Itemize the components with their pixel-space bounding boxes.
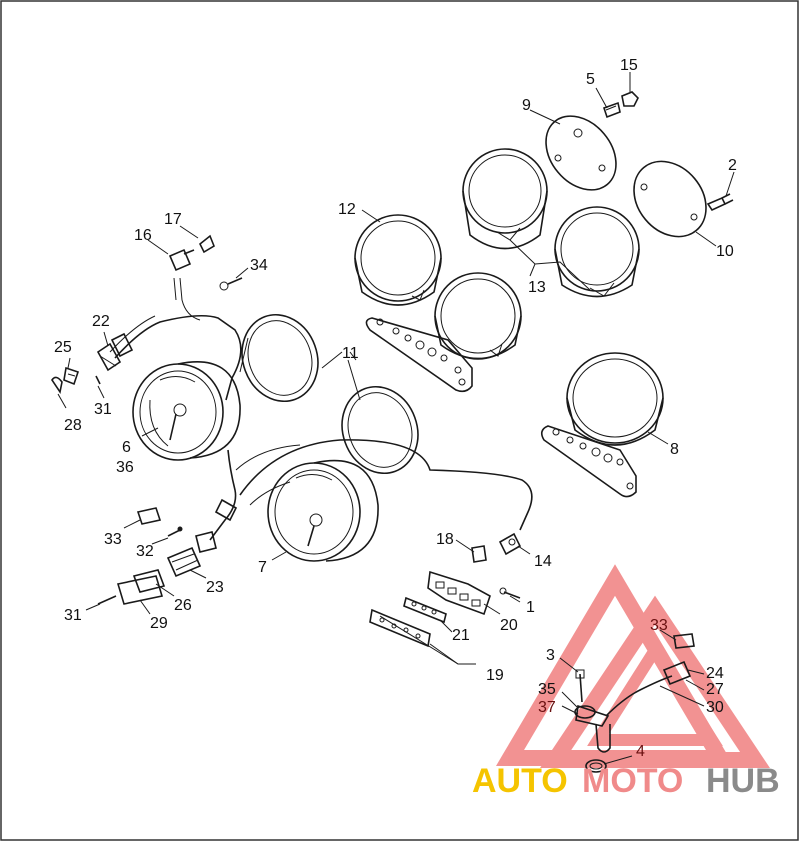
callout-9: 9 <box>522 97 531 114</box>
watermark-hub: HUB <box>706 762 780 800</box>
callout-15: 15 <box>620 57 638 74</box>
callout-37: 37 <box>538 699 556 716</box>
callout-30: 30 <box>706 699 724 716</box>
callout-27: 27 <box>706 681 724 698</box>
callout-7: 7 <box>258 559 267 576</box>
callout-16: 16 <box>134 227 152 244</box>
callout-13: 13 <box>528 279 546 296</box>
callout-14: 14 <box>534 553 552 570</box>
callout-36: 36 <box>116 459 134 476</box>
part-4-oring <box>585 759 607 773</box>
callout-12: 12 <box>338 201 356 218</box>
part-2-screw <box>706 193 734 212</box>
part-16-socket <box>168 248 195 272</box>
part-8-bracket-cup <box>540 352 664 498</box>
part-5-screw <box>602 101 621 119</box>
callout-33-right: 33 <box>650 617 668 634</box>
part-31-pin-lower <box>97 595 117 605</box>
callout-5: 5 <box>586 71 595 88</box>
part-28-clip <box>51 376 63 395</box>
watermark-moto: MOTO <box>582 762 683 800</box>
callout-17: 17 <box>164 211 182 228</box>
part-3-bolt <box>575 669 585 703</box>
callout-31-lower: 31 <box>64 607 82 624</box>
callout-25: 25 <box>54 339 72 356</box>
callout-2: 2 <box>728 157 737 174</box>
part-32-screw <box>167 526 183 537</box>
part-33-clip-right <box>673 633 695 649</box>
leader-lines <box>57 72 735 765</box>
part-12-bracket-cups <box>354 214 522 393</box>
watermark-auto: AUTO <box>472 762 568 800</box>
callout-33-left: 33 <box>104 531 122 548</box>
part-33-clip-left <box>136 507 162 525</box>
callout-32: 32 <box>136 543 154 560</box>
callout-20: 20 <box>500 617 518 634</box>
callout-31-upper: 31 <box>94 401 112 418</box>
callout-22: 22 <box>92 313 110 330</box>
part-34-screw <box>219 277 243 291</box>
part-7-gauge <box>267 459 379 562</box>
callout-8: 8 <box>670 441 679 458</box>
part-31-pin-upper <box>95 375 101 385</box>
callout-3: 3 <box>546 647 555 664</box>
callout-11: 11 <box>342 345 359 362</box>
part-13-cup-a <box>462 148 548 250</box>
callout-21: 21 <box>452 627 470 644</box>
part-20-indicator-block <box>427 570 491 616</box>
part-23-connector <box>166 546 202 578</box>
part-10-lens <box>633 160 707 238</box>
part-14-connector <box>498 532 522 556</box>
part-17-bulb <box>198 234 215 254</box>
watermark-logo: AUTO MOTO HUB <box>472 762 780 800</box>
part-13-cup-b <box>554 206 640 298</box>
part-18-bulb <box>471 545 487 563</box>
wiring-harness <box>109 277 533 553</box>
callout-1: 1 <box>526 599 535 616</box>
callout-labels: 9 5 15 2 10 13 12 11 8 6 36 7 17 16 34 2… <box>54 57 737 760</box>
part-6-36-gauge <box>132 361 241 461</box>
callout-19: 19 <box>486 667 504 684</box>
part-26-cover <box>132 569 166 593</box>
callout-34: 34 <box>250 257 268 274</box>
part-1-screw <box>499 587 521 599</box>
part-21-lens-strip <box>403 596 447 624</box>
part-30-cable <box>605 675 673 717</box>
callout-28: 28 <box>64 417 82 434</box>
part-29-gasket <box>116 575 164 605</box>
callout-29: 29 <box>150 615 168 632</box>
callout-23: 23 <box>206 579 224 596</box>
callout-10: 10 <box>716 243 734 260</box>
part-22-connector <box>96 332 134 372</box>
part-25-terminal <box>63 366 80 386</box>
callout-35: 35 <box>538 681 556 698</box>
callout-4: 4 <box>636 743 645 760</box>
part-15-nut <box>621 91 639 107</box>
callout-6: 6 <box>122 439 131 456</box>
part-24-27-plug <box>662 660 692 686</box>
callout-26: 26 <box>174 597 192 614</box>
part-11-bezel-upper <box>239 313 319 403</box>
callout-24: 24 <box>706 665 724 682</box>
part-11-bezel-lower <box>341 385 419 475</box>
callout-18: 18 <box>436 531 454 548</box>
